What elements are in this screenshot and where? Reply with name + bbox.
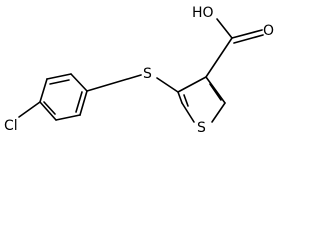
hydroxyl-label: HO [192, 5, 214, 21]
bond-c5-c4 [177, 91, 183, 104]
carboxylic-acid-group [205, 18, 264, 78]
bond-inner-c6-c1 [43, 101, 56, 115]
bond-carbonyl-outer [231, 29, 263, 39]
structure-diagram: Cl S S HO O [4, 5, 274, 136]
bond-c5-c6 [55, 114, 81, 121]
bond-inner-c4-c5 [75, 91, 83, 113]
bond-inner-c4-c5 [183, 94, 189, 107]
bond-c3-c4 [70, 73, 88, 92]
bond-carboxyl-hydroxyl [216, 18, 233, 39]
bond-c6-c1 [39, 101, 57, 121]
thioether-sulfur-label: S [143, 66, 152, 82]
bond-ring-carboxyl [205, 37, 233, 78]
bond-c4-c5 [79, 90, 88, 116]
bond-c2-c3 [46, 73, 72, 80]
bond-carbonyl-inner [233, 34, 264, 44]
bond-cl-c1 [18, 101, 41, 118]
chlorophenyl-ring [18, 73, 88, 121]
bond-s1-c5 [181, 102, 195, 123]
bond-c4-c3 [177, 76, 207, 93]
ring-sulfur-label: S [197, 120, 206, 136]
carbonyl-oxygen-label: O [263, 23, 274, 39]
bond-c2-s1 [211, 102, 226, 123]
bond-inner-c2-c3 [49, 79, 70, 85]
bond-sulfur-thiophene [156, 77, 179, 93]
bond-aryl-sulfur [86, 74, 142, 92]
bond-c3-c2 [205, 76, 226, 104]
bond-c1-c2 [39, 78, 48, 103]
bond-inner-c3-c2 [209, 83, 222, 101]
chlorine-label: Cl [4, 118, 18, 134]
thiophene-ring [177, 76, 226, 123]
